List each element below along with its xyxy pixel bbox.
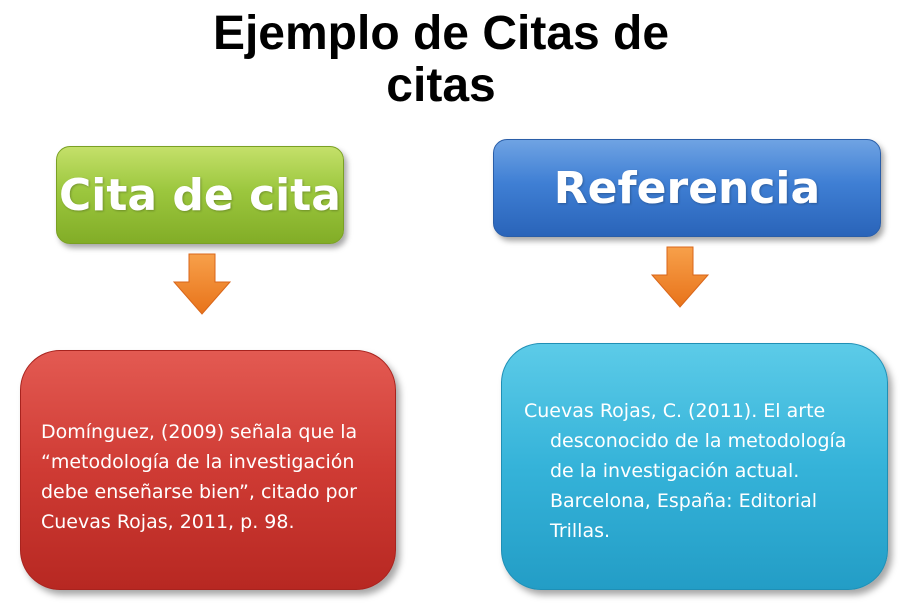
cita-de-cita-content-box: Domínguez, (2009) señala que la “metodol…	[20, 350, 396, 590]
down-arrow-icon	[650, 246, 710, 308]
referencia-line-4: Barcelona, España: Editorial	[550, 490, 818, 512]
page-title: Ejemplo de Citas de citas	[156, 8, 726, 112]
cita-line-3: debe enseñarse bien”, citado por	[41, 481, 357, 503]
referencia-header-label: Referencia	[553, 162, 821, 214]
title-line-2: citas	[386, 59, 496, 112]
referencia-line-2: desconocido de la metodología	[550, 430, 847, 452]
cita-line-2: “metodología de la investigación	[41, 451, 355, 473]
down-arrow-icon	[172, 253, 232, 315]
cita-line-4: Cuevas Rojas, 2011, p. 98.	[41, 511, 295, 533]
cita-de-cita-header-label: Cita de cita	[59, 169, 341, 221]
cita-de-cita-header-box: Cita de cita	[56, 146, 344, 244]
title-line-1: Ejemplo de Citas de	[212, 7, 670, 60]
referencia-line-1: Cuevas Rojas, C. (2011). El arte	[524, 400, 826, 422]
referencia-header-box: Referencia	[493, 139, 881, 237]
referencia-line-3: de la investigación actual.	[550, 460, 800, 482]
referencia-line-5: Trillas.	[550, 520, 611, 542]
cita-line-1: Domínguez, (2009) señala que la	[41, 421, 358, 443]
referencia-content-box: Cuevas Rojas, C. (2011). El arte descono…	[501, 343, 888, 590]
